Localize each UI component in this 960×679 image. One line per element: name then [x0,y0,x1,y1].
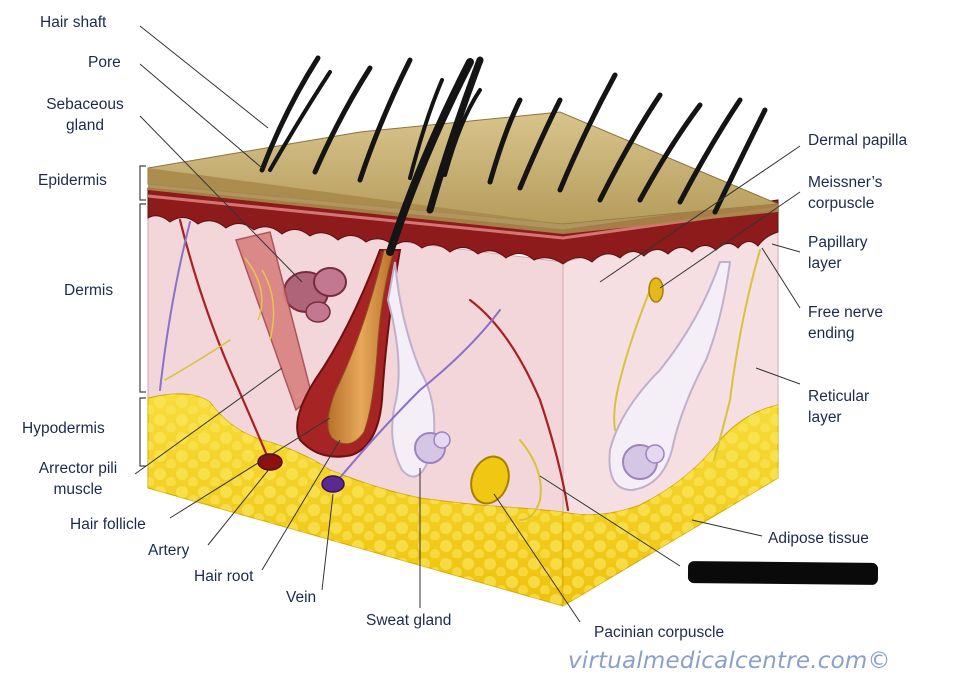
label-reticular-line1: Reticular [808,386,869,407]
label-reticular-line2: layer [808,407,869,428]
label-dermis: Dermis [64,280,113,301]
label-papillary-line2: layer [808,253,867,274]
label-meissner-line1: Meissner’s [808,172,882,193]
label-meissner-line2: corpuscle [808,193,882,214]
label-pacinian-corpuscle: Pacinian corpuscle [594,622,724,643]
label-hair-root: Hair root [194,566,253,587]
label-free-nerve-ending: Free nerve ending [808,302,883,344]
label-free-nerve-line1: Free nerve [808,302,883,323]
meissner-corpuscle [649,278,663,302]
label-arrector-line2: muscle [18,479,138,500]
label-papillary-layer: Papillary layer [808,232,867,274]
label-vein: Vein [286,587,316,608]
label-adipose-tissue: Adipose tissue [768,528,869,549]
label-sweat-gland: Sweat gland [366,610,451,631]
label-sebaceous-gland: Sebaceous gland [30,94,140,136]
label-hair-follicle: Hair follicle [70,514,146,535]
artery-cross-section [258,454,282,470]
vein-cross-section [322,476,344,492]
label-artery: Artery [148,540,189,561]
label-dermal-papilla: Dermal papilla [808,130,907,151]
label-sebaceous-line2: gland [30,115,140,136]
label-hypodermis: Hypodermis [22,418,105,439]
label-arrector-line1: Arrector pili [18,458,138,479]
layer-brackets [140,166,146,466]
label-reticular-layer: Reticular layer [808,386,869,428]
label-meissners-corpuscle: Meissner’s corpuscle [808,172,882,214]
label-epidermis: Epidermis [38,170,107,191]
label-hair-shaft: Hair shaft [40,12,106,33]
watermark: virtualmedicalcentre.com© [568,648,891,674]
label-arrector-pili-muscle: Arrector pili muscle [18,458,138,500]
label-free-nerve-line2: ending [808,323,883,344]
label-sebaceous-line1: Sebaceous [30,94,140,115]
redaction-bar [688,561,878,585]
label-pore: Pore [88,52,121,73]
label-papillary-line1: Papillary [808,232,867,253]
